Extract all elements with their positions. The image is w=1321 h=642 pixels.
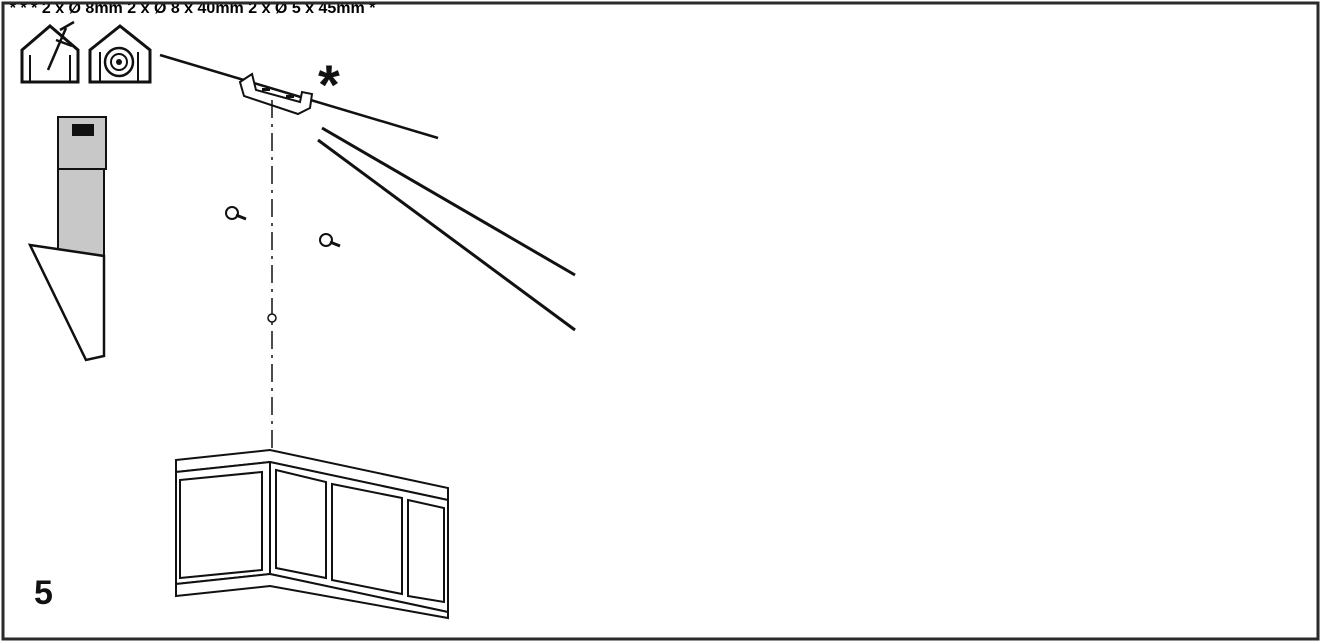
asterisk-s2-left: * xyxy=(20,0,27,17)
asterisk-s1: * xyxy=(9,0,17,17)
kitchen-cabinets xyxy=(175,448,449,620)
asterisk-s3: * xyxy=(369,0,376,17)
asterisk-s2-right: * xyxy=(31,0,38,17)
ceiling-bracket xyxy=(238,72,314,116)
step-number: 5 xyxy=(34,574,53,612)
house-tools-icon xyxy=(20,20,80,84)
screw-left xyxy=(225,206,247,221)
cooker-hood-icon xyxy=(27,116,107,362)
house-spiral-icon xyxy=(88,24,152,84)
screw-right xyxy=(319,233,341,248)
asterisk-main: * xyxy=(318,53,340,116)
